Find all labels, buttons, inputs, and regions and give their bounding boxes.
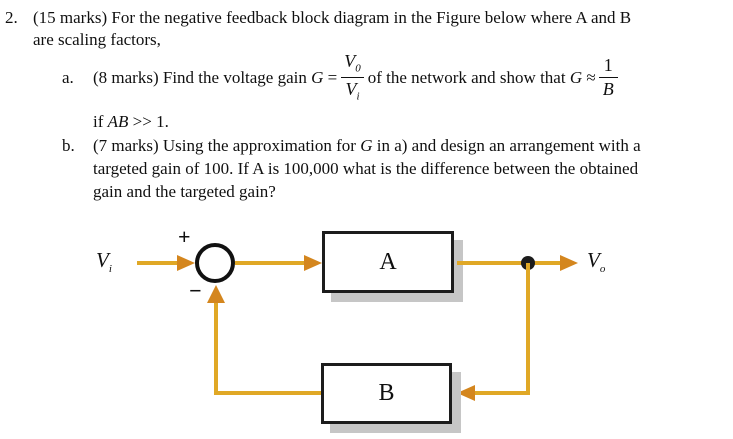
output-arrowhead-icon (560, 255, 578, 271)
problem-line-1: 2. (15 marks) For the negative feedback b… (5, 7, 733, 28)
fraction-numerator: V0 (344, 51, 361, 75)
fraction-denominator: Vi (341, 76, 364, 103)
sum-to-a-wire (235, 261, 305, 265)
problem-intro-text: (15 marks) For the negative feedback blo… (33, 8, 632, 27)
block-a-label: A (379, 248, 397, 275)
feedback-left-wire (214, 391, 321, 395)
plus-sign: + (178, 224, 191, 249)
problem-number: 2. (5, 8, 18, 27)
feedback-right-wire (475, 391, 530, 395)
part-a-line: a. (8 marks) Find the voltage gain G = V… (62, 48, 621, 106)
part-a-text-pre: (8 marks) Find the voltage gain G = (93, 67, 338, 87)
part-a-label: a. (62, 67, 74, 87)
sum-to-a-arrowhead-icon (304, 255, 322, 271)
feedback-down-wire (526, 263, 530, 395)
feedback-into-b-arrowhead-icon (457, 385, 475, 401)
fraction-numerator: 1 (603, 54, 613, 75)
block-b-label: B (378, 380, 395, 406)
block-b: B (321, 363, 452, 424)
part-a-text-mid: of the network and show that G ≈ (367, 67, 596, 87)
output-wire (457, 261, 561, 265)
problem-line-2: are scaling factors, (33, 30, 161, 49)
part-b-line-2: targeted gain of 100. If A is 100,000 wh… (93, 159, 639, 178)
block-a: A (322, 231, 454, 293)
fraction-vo-over-vi: V0 Vi (340, 51, 365, 102)
summing-junction (195, 243, 235, 283)
fraction-denominator: B (598, 76, 618, 100)
feedback-up-arrowhead-icon (207, 285, 225, 303)
fraction-1-over-b: 1 B (598, 54, 618, 100)
part-a-condition: if AB >> 1. (93, 112, 169, 131)
part-b-line-1: b. (7 marks) Using the approximation for … (62, 135, 641, 156)
input-voltage-label: Vi (96, 248, 112, 276)
input-wire (137, 261, 178, 265)
output-voltage-label: Vo (587, 248, 606, 276)
part-b-text-1: (7 marks) Using the approximation for G … (93, 136, 641, 155)
part-b-line-3: gain and the targeted gain? (93, 182, 276, 201)
input-arrowhead-icon (177, 255, 195, 271)
minus-sign: − (189, 278, 202, 303)
feedback-up-wire (214, 302, 218, 395)
part-b-label: b. (62, 136, 75, 155)
